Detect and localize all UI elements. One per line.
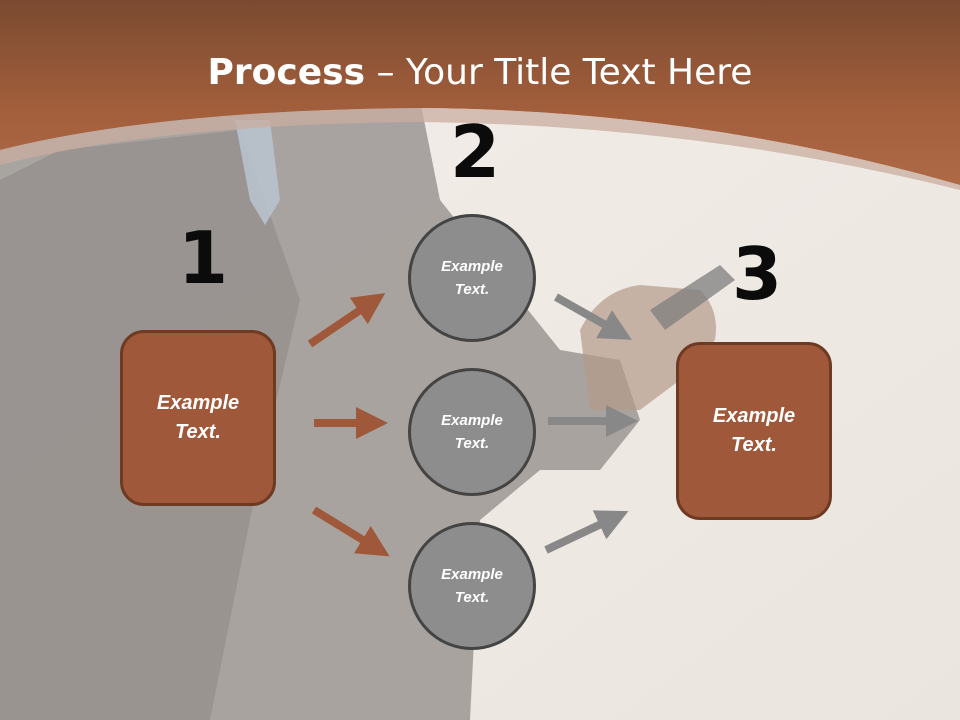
step-2-circle-bottom: Example Text. [408,522,536,650]
title-bold: Process [207,52,366,93]
arrow-1-to-bottom [311,506,390,557]
circle-middle-text: Example Text. [441,412,503,452]
arrow-1-to-top [307,293,386,348]
step-3-box: Example Text. [676,342,832,520]
title-rest: – Your Title Text Here [365,52,753,93]
arrow-top-to-3 [554,293,632,340]
step-3-text: Example Text. [712,405,796,456]
step-2-circle-middle: Example Text. [408,368,536,496]
circle-top-text: Example Text. [441,258,503,298]
arrow-bottom-to-3 [544,510,629,554]
step-2-circle-top: Example Text. [408,214,536,342]
slide-title: Process – Your Title Text Here [0,52,960,93]
step-number-3: 3 [732,232,783,316]
step-number-2: 2 [450,110,501,194]
step-number-1: 1 [178,216,229,300]
circle-bottom-text: Example Text. [441,566,503,606]
step-1-text: Example Text. [156,392,240,443]
step-1-box: Example Text. [120,330,276,506]
